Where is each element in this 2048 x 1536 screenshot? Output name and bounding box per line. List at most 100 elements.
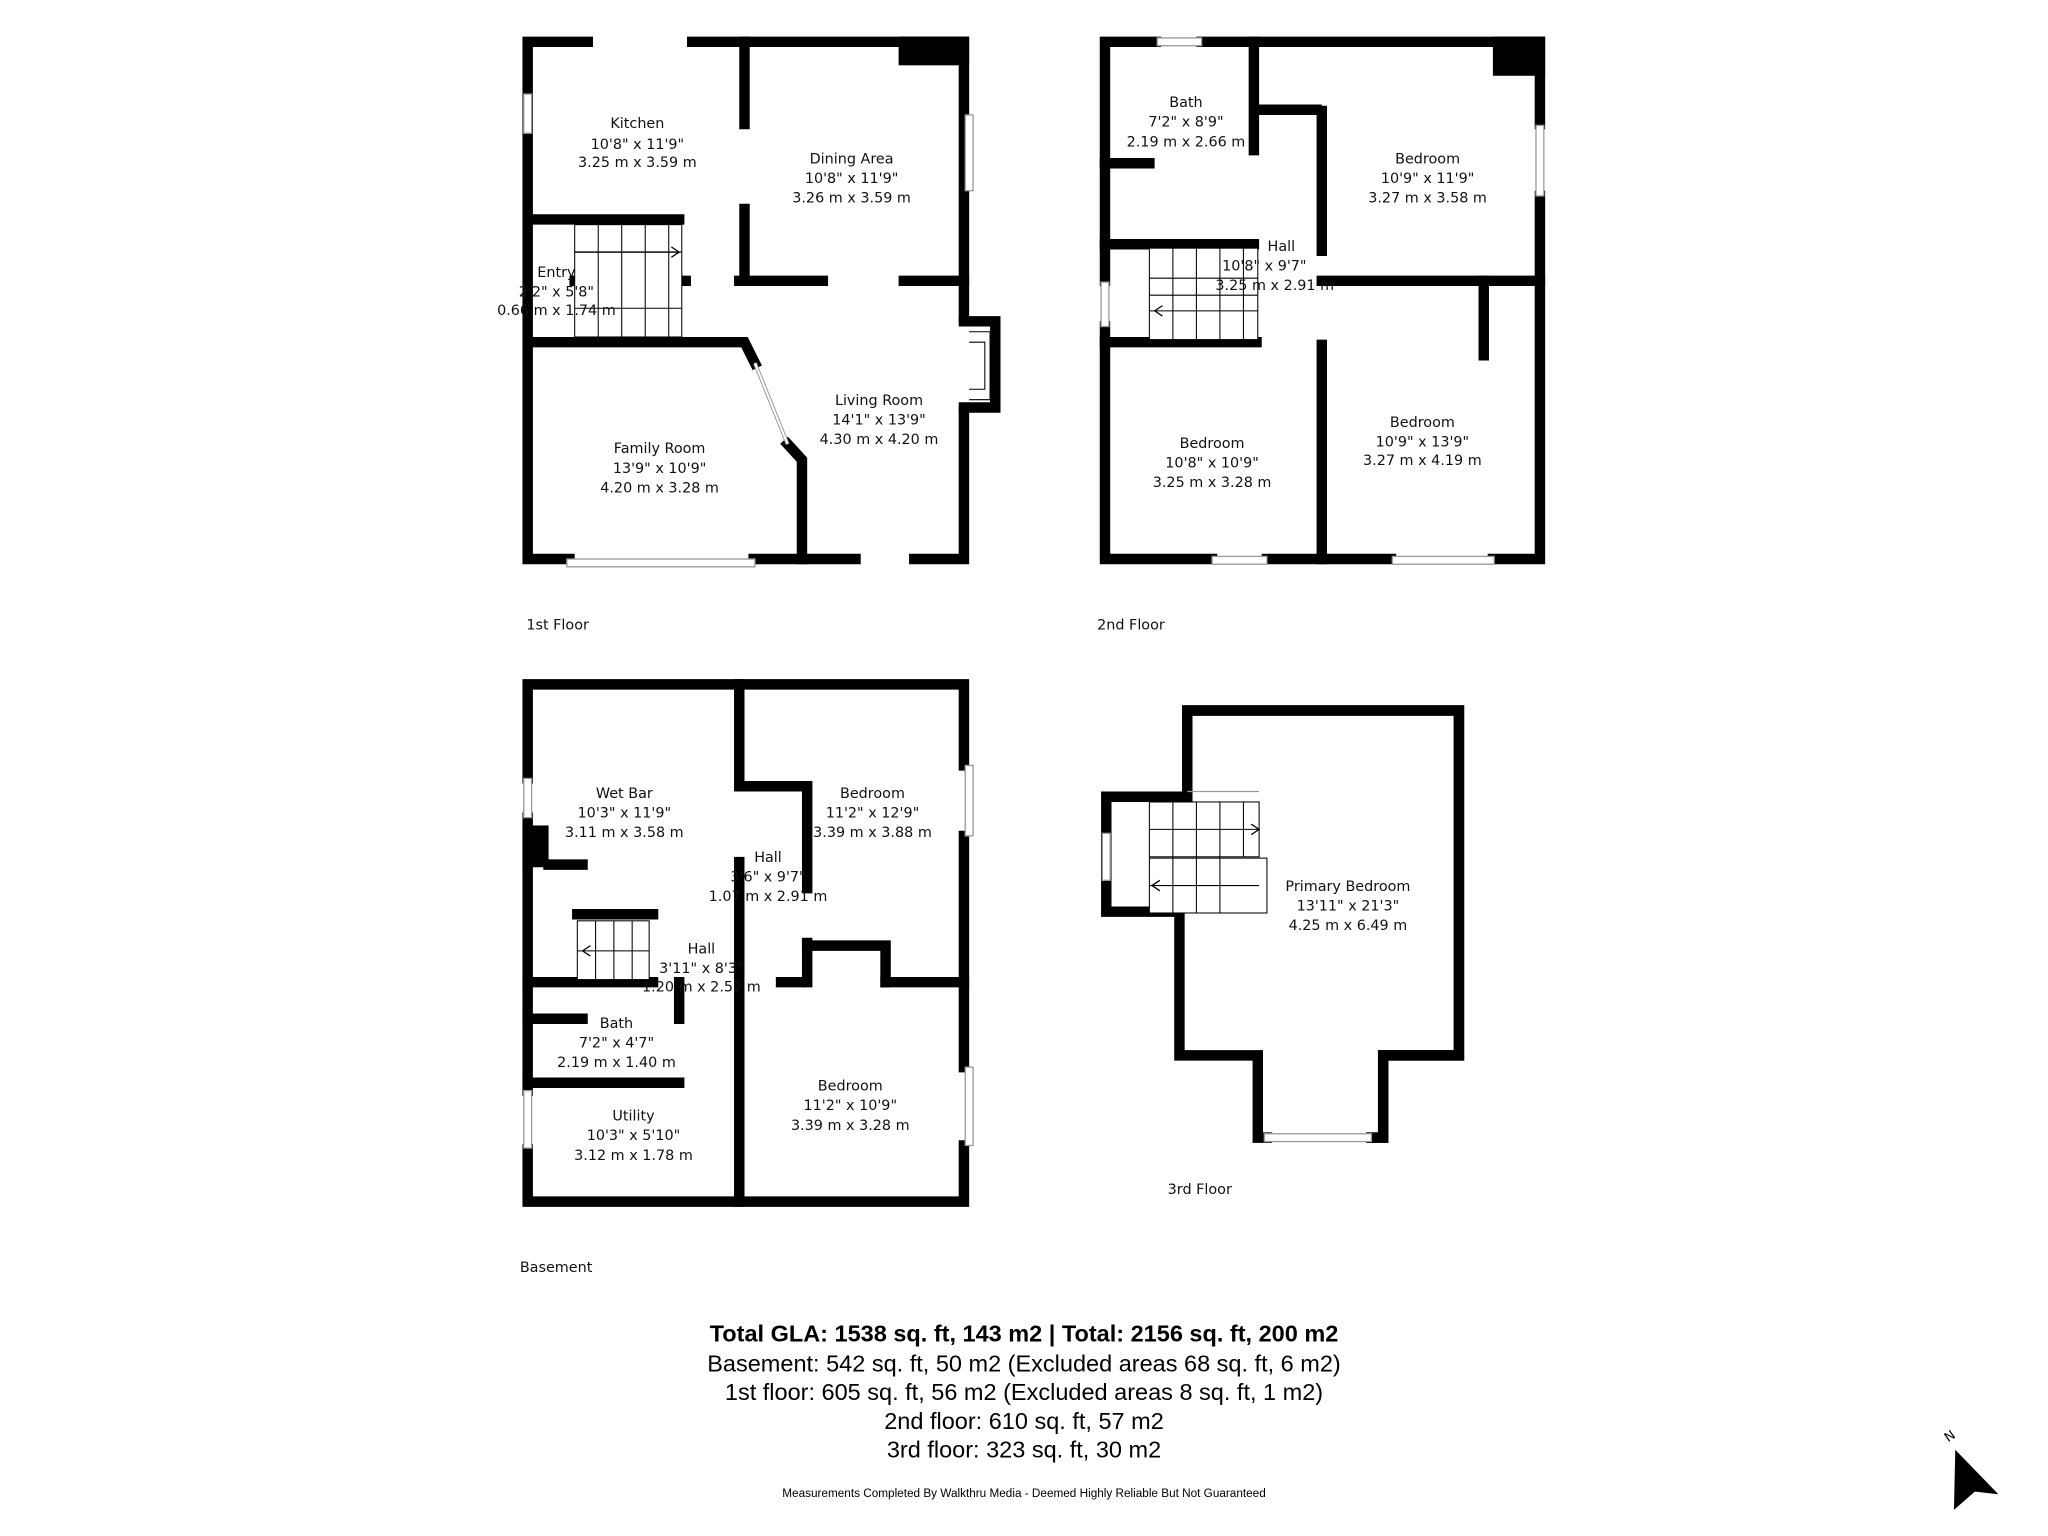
- room-size-metric: 3.39 m x 3.28 m: [791, 1118, 910, 1134]
- room-size-imperial: 10'8" x 11'9": [591, 137, 685, 153]
- basement-windows: [523, 764, 974, 1149]
- compass-north-label: N: [1942, 1428, 1959, 1446]
- room-wet-bar: Wet Bar 10'3" x 11'9" 3.11 m x 3.58 m: [565, 786, 684, 841]
- second-floor-plan: Bath 7'2" x 8'9" 2.19 m x 2.66 m Bedroom…: [1097, 36, 1546, 634]
- room-name: Bath: [1169, 95, 1202, 111]
- room-size-metric: 3.26 m x 3.59 m: [792, 190, 911, 206]
- room-size-metric: 3.27 m x 4.19 m: [1363, 453, 1482, 469]
- room-size-metric: 3.39 m x 3.88 m: [813, 825, 932, 841]
- room-size-imperial: 11'2" x 12'9": [826, 806, 920, 822]
- floor-label-3rd: 3rd Floor: [1168, 1182, 1232, 1198]
- room-size-metric: 3.11 m x 3.58 m: [565, 825, 684, 841]
- room-size-metric: 2.19 m x 1.40 m: [557, 1055, 676, 1071]
- third-floor-window-south: [1263, 1133, 1373, 1143]
- room-size-imperial: 10'8" x 10'9": [1165, 456, 1259, 472]
- room-name: Entry: [537, 265, 576, 281]
- total-area: Total GLA: 1538 sq. ft, 143 m2 | Total: …: [710, 1320, 1339, 1346]
- room-bedroom-basement-n: Bedroom 11'2" x 12'9" 3.39 m x 3.88 m: [813, 786, 932, 841]
- room-name: Bedroom: [1390, 415, 1455, 431]
- room-size-metric: 3.12 m x 1.78 m: [574, 1148, 693, 1164]
- room-name: Bedroom: [1180, 436, 1245, 452]
- room-hall-2nd: Hall 10'8" x 9'7" 3.25 m x 2.91 m: [1215, 239, 1334, 294]
- room-size-imperial: 2'2" x 5'8": [519, 284, 594, 300]
- room-size-metric: 3.25 m x 3.28 m: [1153, 475, 1272, 491]
- fireplace-icon: [969, 331, 991, 401]
- first-floor-stairs: [574, 224, 683, 338]
- first-floor-area: 1st floor: 605 sq. ft, 56 m2 (Excluded a…: [725, 1379, 1323, 1405]
- third-floor-stairs: [1148, 790, 1268, 914]
- room-size-imperial: 10'8" x 11'9": [805, 171, 899, 187]
- room-name: Bath: [600, 1016, 633, 1032]
- room-living-room: Living Room 14'1" x 13'9" 4.30 m x 4.20 …: [820, 393, 939, 448]
- room-entry: Entry 2'2" x 5'8" 0.66 m x 1.74 m: [497, 265, 616, 319]
- second-floor-stairs: [1148, 247, 1259, 341]
- floor-label-2nd: 2nd Floor: [1097, 618, 1165, 634]
- room-size-imperial: 14'1" x 13'9": [832, 412, 926, 428]
- room-size-imperial: 13'9" x 10'9": [613, 461, 707, 477]
- third-floor-plan: Primary Bedroom 13'11" x 21'3" 4.25 m x …: [1101, 705, 1465, 1198]
- room-size-metric: 3.27 m x 3.58 m: [1368, 190, 1487, 206]
- room-kitchen: Kitchen 10'8" x 11'9" 3.25 m x 3.59 m: [578, 116, 697, 171]
- third-floor-area: 3rd floor: 323 sq. ft, 30 m2: [887, 1437, 1161, 1463]
- room-hall-basement-2: Hall 3'11" x 8'3" 1.20 m x 2.52 m: [642, 941, 761, 995]
- room-size-imperial: 10'3" x 5'10": [587, 1128, 681, 1144]
- north-arrow-icon: [1953, 1449, 1999, 1510]
- room-dining-area: Dining Area 10'8" x 11'9" 3.26 m x 3.59 …: [792, 151, 911, 206]
- second-floor-walls: [1099, 36, 1546, 565]
- disclaimer: Measurements Completed By Walkthru Media…: [782, 1487, 1266, 1500]
- room-name: Wet Bar: [596, 786, 653, 802]
- room-size-imperial: 10'3" x 11'9": [578, 806, 672, 822]
- first-floor-windows: [523, 93, 991, 568]
- room-name: Bedroom: [818, 1079, 883, 1095]
- room-name: Bedroom: [1395, 151, 1460, 167]
- room-hall-basement-1: Hall 3'6" x 9'7" 1.07 m x 2.91 m: [709, 850, 828, 905]
- basement-stairs: [576, 920, 650, 981]
- room-size-imperial: 3'6" x 9'7": [730, 870, 805, 886]
- room-name: Dining Area: [810, 151, 894, 167]
- room-size-imperial: 10'9" x 13'9": [1376, 435, 1470, 451]
- room-size-metric: 3.25 m x 2.91 m: [1215, 278, 1334, 294]
- room-name: Kitchen: [610, 116, 664, 132]
- room-size-imperial: 3'11" x 8'3": [659, 961, 743, 977]
- room-name: Family Room: [614, 441, 706, 457]
- second-floor-area: 2nd floor: 610 sq. ft, 57 m2: [884, 1408, 1164, 1434]
- room-name: Hall: [1268, 239, 1296, 255]
- room-bedroom-2nd-se: Bedroom 10'9" x 13'9" 3.27 m x 4.19 m: [1363, 415, 1482, 469]
- room-family-room: Family Room 13'9" x 10'9" 4.20 m x 3.28 …: [600, 441, 719, 496]
- room-size-metric: 4.25 m x 6.49 m: [1289, 918, 1408, 934]
- floor-label-1st: 1st Floor: [526, 618, 589, 634]
- area-summary: Total GLA: 1538 sq. ft, 143 m2 | Total: …: [707, 1320, 1341, 1499]
- room-size-metric: 4.30 m x 4.20 m: [820, 432, 939, 448]
- first-floor-walls: [522, 36, 1001, 565]
- room-name: Hall: [688, 941, 716, 957]
- room-bedroom-2nd-sw: Bedroom 10'8" x 10'9" 3.25 m x 3.28 m: [1153, 436, 1272, 491]
- room-size-metric: 2.19 m x 2.66 m: [1127, 134, 1246, 150]
- basement-area: Basement: 542 sq. ft, 50 m2 (Excluded ar…: [707, 1350, 1341, 1376]
- room-size-metric: 0.66 m x 1.74 m: [497, 303, 616, 319]
- floor-label-basement: Basement: [520, 1260, 593, 1276]
- room-size-imperial: 10'9" x 11'9": [1381, 171, 1475, 187]
- room-size-metric: 3.25 m x 3.59 m: [578, 155, 697, 171]
- basement-walls: [522, 679, 970, 1207]
- compass: N: [1942, 1428, 1999, 1510]
- room-size-imperial: 11'2" x 10'9": [804, 1098, 898, 1114]
- room-name: Primary Bedroom: [1285, 879, 1410, 895]
- room-name: Living Room: [835, 393, 923, 409]
- first-floor-plan: Kitchen 10'8" x 11'9" 3.25 m x 3.59 m Di…: [497, 36, 1001, 634]
- room-primary-bedroom: Primary Bedroom 13'11" x 21'3" 4.25 m x …: [1285, 879, 1410, 934]
- room-size-metric: 4.20 m x 3.28 m: [600, 480, 719, 496]
- room-size-imperial: 10'8" x 9'7": [1222, 258, 1306, 274]
- room-size-imperial: 7'2" x 8'9": [1148, 115, 1223, 131]
- room-bedroom-2nd-ne: Bedroom 10'9" x 11'9" 3.27 m x 3.58 m: [1368, 151, 1487, 206]
- basement-plan: Wet Bar 10'3" x 11'9" 3.11 m x 3.58 m Be…: [520, 679, 974, 1276]
- room-bedroom-basement-s: Bedroom 11'2" x 10'9" 3.39 m x 3.28 m: [791, 1079, 910, 1134]
- room-utility: Utility 10'3" x 5'10" 3.12 m x 1.78 m: [574, 1109, 693, 1164]
- room-name: Hall: [754, 850, 782, 866]
- room-name: Utility: [612, 1109, 655, 1125]
- room-size-imperial: 13'11" x 21'3": [1297, 898, 1400, 914]
- room-bath-basement: Bath 7'2" x 4'7" 2.19 m x 1.40 m: [557, 1016, 676, 1071]
- room-size-metric: 1.20 m x 2.52 m: [642, 979, 761, 995]
- third-floor-window-west: [1101, 832, 1111, 881]
- second-floor-windows: [1100, 37, 1545, 565]
